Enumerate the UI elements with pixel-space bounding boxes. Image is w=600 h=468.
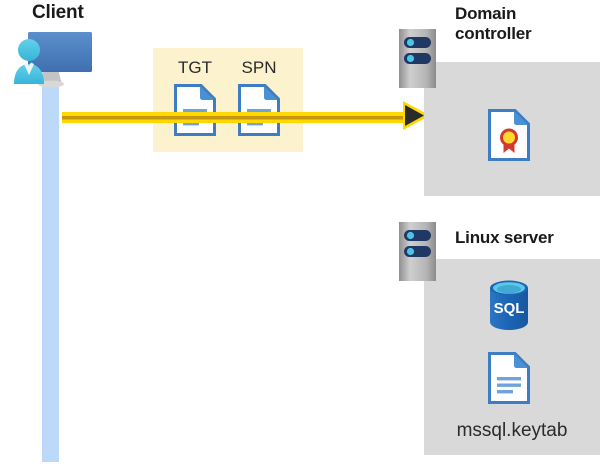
token-label-tgt: TGT — [178, 58, 212, 77]
domain-controller-title-line1: Domain — [455, 4, 517, 23]
domain-controller-title: Domain controller — [455, 4, 585, 43]
kerberos-request-arrow-line — [62, 110, 414, 123]
token-box: TGT SPN — [153, 48, 303, 152]
client-title: Client — [32, 2, 84, 23]
sql-label: SQL — [494, 300, 525, 317]
domain-controller-server-tower-icon — [399, 29, 436, 88]
linux-server-title: Linux server — [455, 228, 554, 247]
certificate-document-icon — [488, 109, 530, 161]
linux-server-tower-icon — [399, 222, 436, 281]
token-label-spn: SPN — [241, 58, 277, 77]
client-workstation-icon — [6, 26, 96, 92]
kerberos-request-arrowhead-icon — [403, 101, 431, 130]
keytab-file-label: mssql.keytab — [456, 420, 568, 441]
sql-database-icon: SQL — [486, 279, 532, 331]
keytab-document-icon — [488, 352, 530, 404]
domain-controller-title-line2: controller — [455, 23, 532, 43]
client-lifeline-bar — [42, 72, 59, 462]
